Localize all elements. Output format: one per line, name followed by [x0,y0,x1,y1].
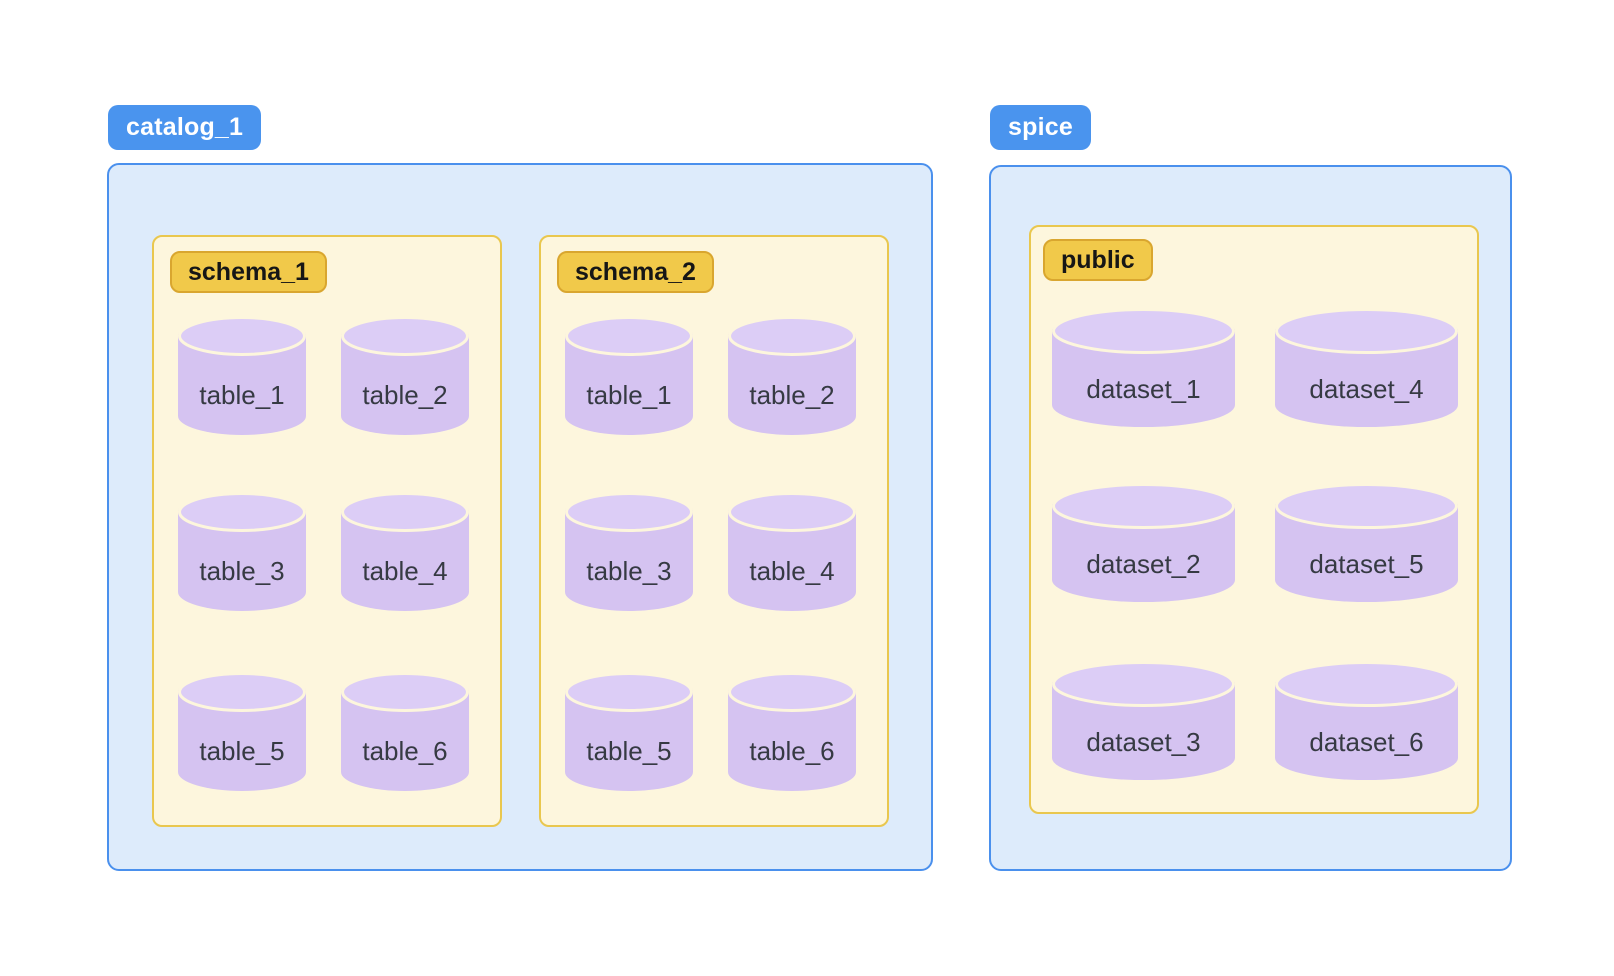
dataset-label: dataset_4 [1309,373,1424,404]
dataset-node: dataset_1 [1052,308,1235,427]
table-node: table_1 [565,316,693,435]
table-node: table_6 [341,672,469,791]
database-cylinder-icon [178,672,306,791]
table-label: table_2 [362,379,448,410]
table-node: table_4 [341,492,469,611]
table-label: table_1 [586,379,672,410]
table-label: table_6 [362,735,448,766]
schema-box-2: schema_2 table_1 table_2 table_3 [539,235,889,827]
dataset-node: dataset_3 [1052,661,1235,780]
table-node: table_4 [728,492,856,611]
table-label: table_3 [199,555,285,586]
database-cylinder-icon [178,316,306,435]
database-cylinder-icon [178,492,306,611]
dataset-label: dataset_6 [1309,726,1424,757]
table-node: table_5 [178,672,306,791]
database-cylinder-icon [1275,661,1458,780]
public-schema-badge: public [1043,239,1153,281]
dataset-node: dataset_2 [1052,483,1235,602]
dataset-node: dataset_5 [1275,483,1458,602]
schema-box-1: schema_1 table_1 table_2 table_3 [152,235,502,827]
table-label: table_3 [586,555,672,586]
dataset-label: dataset_5 [1309,548,1424,579]
dataset-label: dataset_2 [1086,548,1201,579]
database-cylinder-icon [565,316,693,435]
table-label: table_5 [586,735,672,766]
database-cylinder-icon [565,672,693,791]
database-cylinder-icon [1052,483,1235,602]
table-label: table_1 [199,379,285,410]
database-cylinder-icon [341,672,469,791]
dataset-node: dataset_4 [1275,308,1458,427]
public-schema-box: public dataset_1 dataset_2 dataset_3 [1029,225,1479,814]
schema-badge-2: schema_2 [557,251,714,293]
table-label: table_4 [362,555,448,586]
dataset-label: dataset_1 [1086,373,1201,404]
spice-badge: spice [990,105,1091,150]
table-label: table_4 [749,555,835,586]
database-cylinder-icon [728,492,856,611]
database-cylinder-icon [341,316,469,435]
dataset-node: dataset_6 [1275,661,1458,780]
table-node: table_3 [565,492,693,611]
table-label: table_5 [199,735,285,766]
table-label: table_2 [749,379,835,410]
schema-badge-1: schema_1 [170,251,327,293]
table-node: table_1 [178,316,306,435]
database-cylinder-icon [728,672,856,791]
catalog-container: schema_1 table_1 table_2 table_3 [107,163,933,871]
dataset-label: dataset_3 [1086,726,1201,757]
database-cylinder-icon [1052,308,1235,427]
database-cylinder-icon [1275,308,1458,427]
database-cylinder-icon [565,492,693,611]
table-node: table_2 [728,316,856,435]
table-node: table_2 [341,316,469,435]
table-node: table_3 [178,492,306,611]
table-node: table_6 [728,672,856,791]
catalog-badge: catalog_1 [108,105,262,150]
table-label: table_6 [749,735,835,766]
table-node: table_5 [565,672,693,791]
database-cylinder-icon [1275,483,1458,602]
database-cylinder-icon [341,492,469,611]
spice-container: public dataset_1 dataset_2 dataset_3 [989,165,1512,871]
database-cylinder-icon [1052,661,1235,780]
database-cylinder-icon [728,316,856,435]
